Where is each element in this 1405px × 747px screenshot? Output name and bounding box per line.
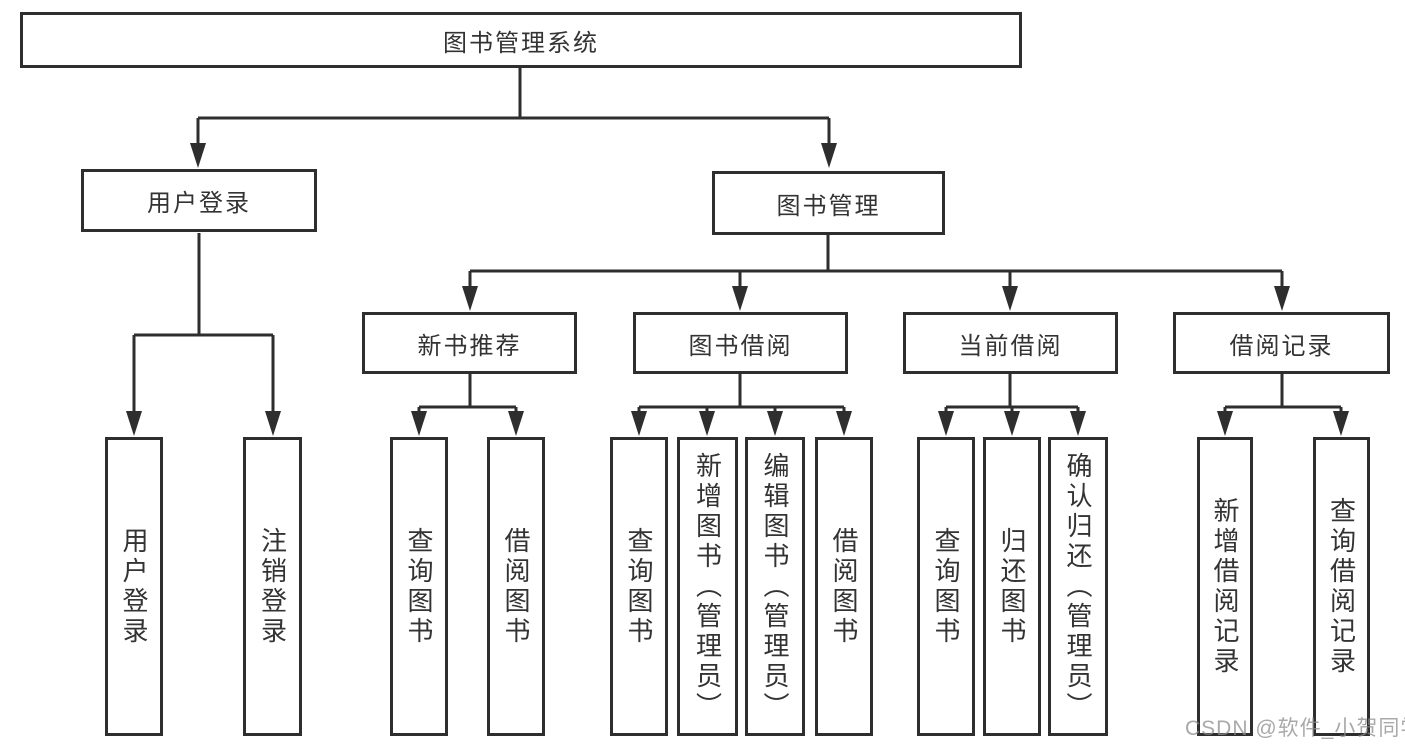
leaf-label: 查询图书 — [404, 526, 434, 647]
node-borrow-records: 借阅记录 — [1173, 312, 1390, 374]
node-book-borrow: 图书借阅 — [633, 312, 848, 374]
leaf-label: 注销登录 — [257, 526, 288, 647]
node-root-library-system: 图书管理系统 — [20, 12, 1022, 68]
leaf-borrow-books-1: 借阅图书 — [487, 437, 545, 736]
leaf-label: 编辑图书（管理员） — [760, 451, 790, 722]
node-current-borrow: 当前借阅 — [903, 312, 1118, 374]
leaf-query-books-1: 查询图书 — [390, 437, 448, 736]
arrow-heads — [126, 143, 1349, 436]
leaf-label: 用户登录 — [119, 526, 149, 647]
leaf-return-books: 归还图书 — [983, 437, 1041, 736]
leaf-label: 新增借阅记录 — [1210, 496, 1240, 677]
csdn-watermark: CSDN @软件_小贺同学 — [1185, 717, 1405, 740]
leaf-query-borrow-record: 查询借阅记录 — [1313, 437, 1370, 736]
leaf-confirm-return-admin: 确认归还（管理员） — [1048, 437, 1108, 736]
node-book-management: 图书管理 — [712, 171, 945, 235]
leaf-label: 借阅图书 — [501, 526, 531, 647]
leaf-user-login: 用户登录 — [105, 437, 163, 736]
leaf-add-borrow-record: 新增借阅记录 — [1197, 437, 1253, 736]
leaf-add-books-admin: 新增图书（管理员） — [677, 437, 738, 736]
leaf-label: 查询借阅记录 — [1326, 496, 1357, 677]
leaf-label: 查询图书 — [931, 526, 961, 647]
leaf-label: 归还图书 — [997, 526, 1027, 647]
leaf-logout: 注销登录 — [243, 437, 302, 736]
leaf-label: 借阅图书 — [829, 526, 859, 647]
leaf-query-books-2: 查询图书 — [610, 437, 668, 736]
node-user-login: 用户登录 — [81, 169, 317, 232]
node-new-book-recommend: 新书推荐 — [362, 312, 577, 374]
leaf-borrow-books-2: 借阅图书 — [815, 437, 873, 736]
leaf-label: 新增图书（管理员） — [692, 451, 723, 722]
leaf-query-books-3: 查询图书 — [917, 437, 975, 736]
leaf-label: 查询图书 — [624, 526, 654, 647]
leaf-edit-books-admin: 编辑图书（管理员） — [745, 437, 805, 736]
leaf-label: 确认归还（管理员） — [1063, 451, 1093, 722]
